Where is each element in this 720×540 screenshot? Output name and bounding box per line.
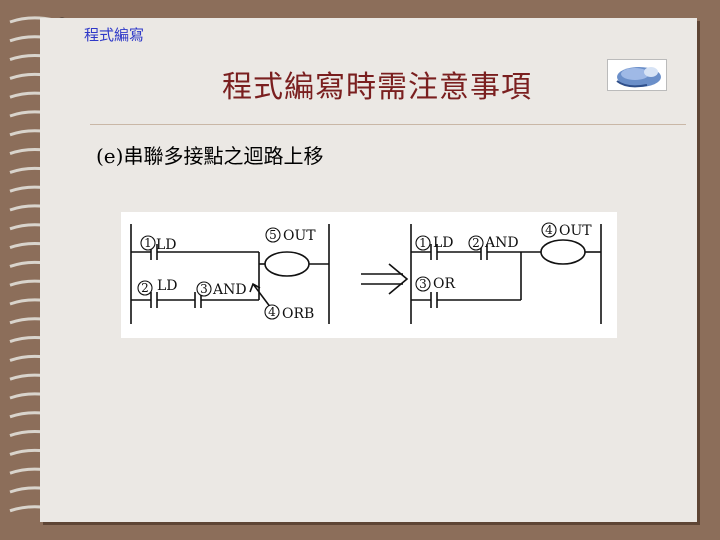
ladder-diagram: 1 5 2 3 4 1 2 4 3 LD OUT LD AND ORB LD A… — [121, 212, 617, 338]
slide-title: 程式編寫時需注意事項 — [222, 70, 532, 105]
right-out-label: OUT — [559, 223, 592, 239]
left-ld2-label: LD — [157, 278, 178, 294]
right-or-label: OR — [433, 276, 455, 292]
left-and-number: 3 — [200, 282, 208, 296]
left-ld2-number: 2 — [141, 281, 149, 295]
left-orb-number: 4 — [268, 305, 276, 319]
right-out-number: 4 — [545, 223, 553, 237]
left-and-label: AND — [212, 282, 247, 298]
right-or-number: 3 — [419, 277, 427, 291]
left-orb-label: ORB — [282, 306, 314, 322]
slide-subtitle: (e)串聯多接點之迴路上移 — [96, 144, 324, 168]
right-and-number: 2 — [472, 236, 480, 250]
right-and-label: AND — [484, 235, 519, 251]
header-label: 程式編寫 — [84, 26, 145, 44]
left-ld-label: LD — [156, 237, 177, 253]
title-divider — [90, 124, 686, 125]
left-ld-number: 1 — [144, 236, 152, 250]
left-out-number: 5 — [269, 228, 277, 242]
right-ld-label: LD — [433, 235, 454, 251]
ladder-diagram-svg: 1 5 2 3 4 1 2 4 3 LD OUT LD AND ORB LD A… — [130, 222, 602, 324]
right-ld-number: 1 — [419, 236, 427, 250]
left-out-label: OUT — [283, 228, 316, 244]
blue-mouse-logo-icon — [607, 59, 667, 91]
